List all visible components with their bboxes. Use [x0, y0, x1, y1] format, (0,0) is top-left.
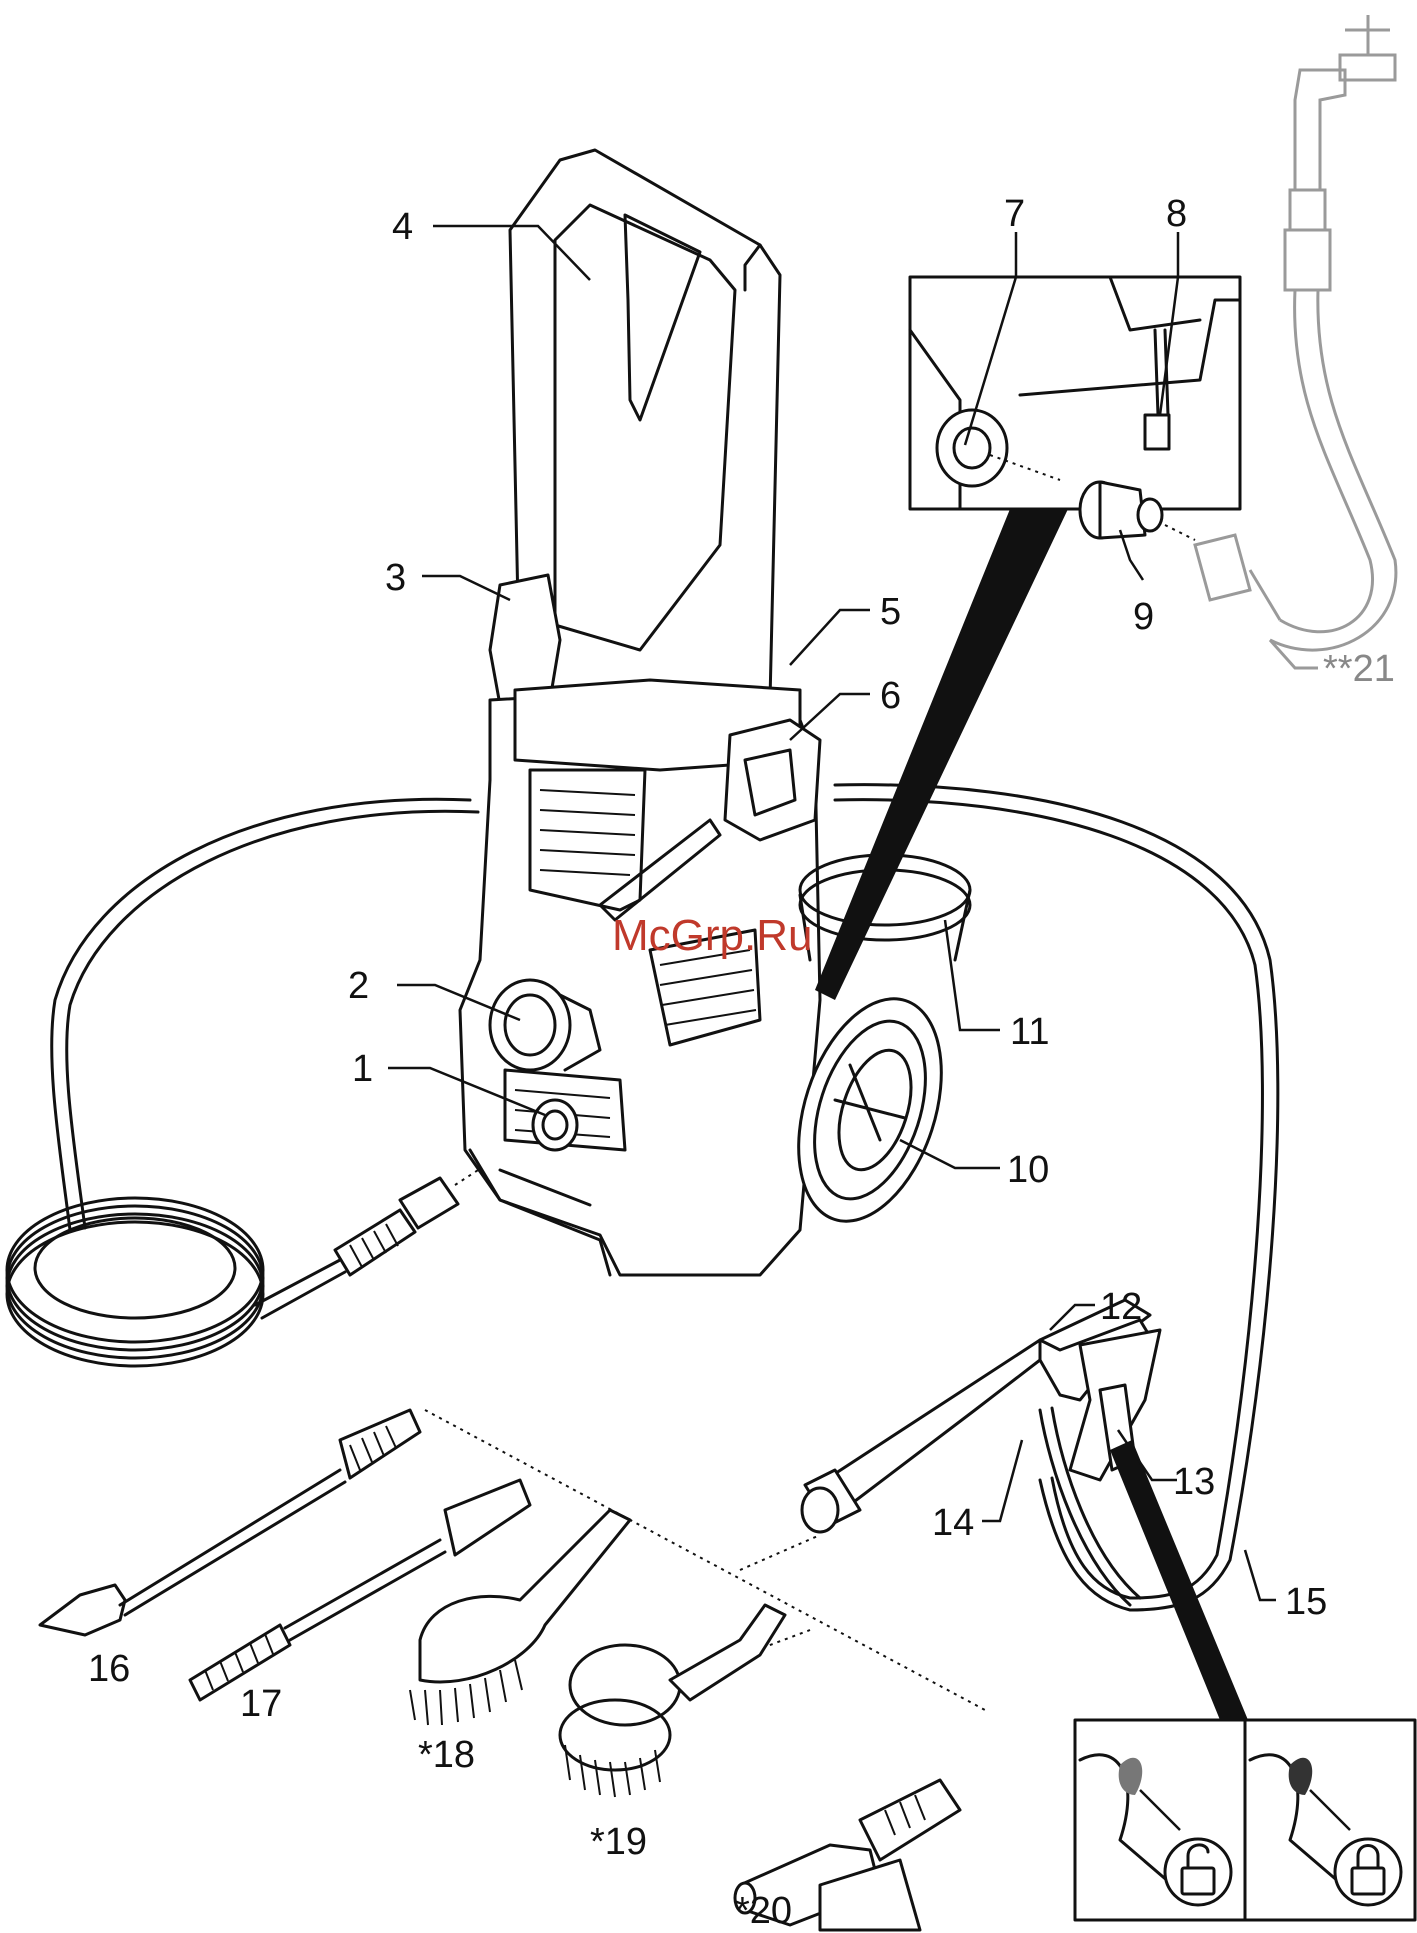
callout-4: 4: [392, 206, 413, 248]
hose-coil: [7, 1130, 540, 1366]
callout-14: 14: [932, 1502, 974, 1544]
callout-16: 16: [88, 1648, 130, 1690]
callout-19: *19: [590, 1821, 647, 1863]
lance-16: [40, 1410, 420, 1635]
callout-17: 17: [240, 1683, 282, 1725]
callout-7: 7: [1004, 193, 1025, 235]
callout-21: **21: [1323, 648, 1395, 690]
connection-inset: [910, 277, 1240, 509]
lock-insets: [1075, 1720, 1415, 1920]
callout-3: 3: [385, 557, 406, 599]
callout-20: *20: [735, 1890, 792, 1932]
callout-5: 5: [880, 591, 901, 633]
main-unit: [460, 150, 820, 1275]
callout-9: 9: [1133, 596, 1154, 638]
brush-19: [560, 1605, 785, 1797]
inset-pointer: [815, 509, 1068, 1000]
callout-12: 12: [1100, 1286, 1142, 1328]
callout-13: 13: [1173, 1461, 1215, 1503]
callout-11: 11: [1010, 1011, 1049, 1053]
locked-padlock-icon: [1335, 1839, 1401, 1905]
callout-6: 6: [880, 675, 901, 717]
callout-18: *18: [418, 1734, 475, 1776]
callout-2: 2: [348, 965, 369, 1007]
unlocked-padlock-icon: [1165, 1839, 1231, 1905]
callout-8: 8: [1166, 193, 1187, 235]
callout-15: 15: [1285, 1581, 1327, 1623]
spray-gun: [802, 1300, 1160, 1605]
callout-10: 10: [1007, 1149, 1049, 1191]
watermark: McGrp.Ru: [612, 911, 812, 960]
callout-1: 1: [352, 1048, 373, 1090]
